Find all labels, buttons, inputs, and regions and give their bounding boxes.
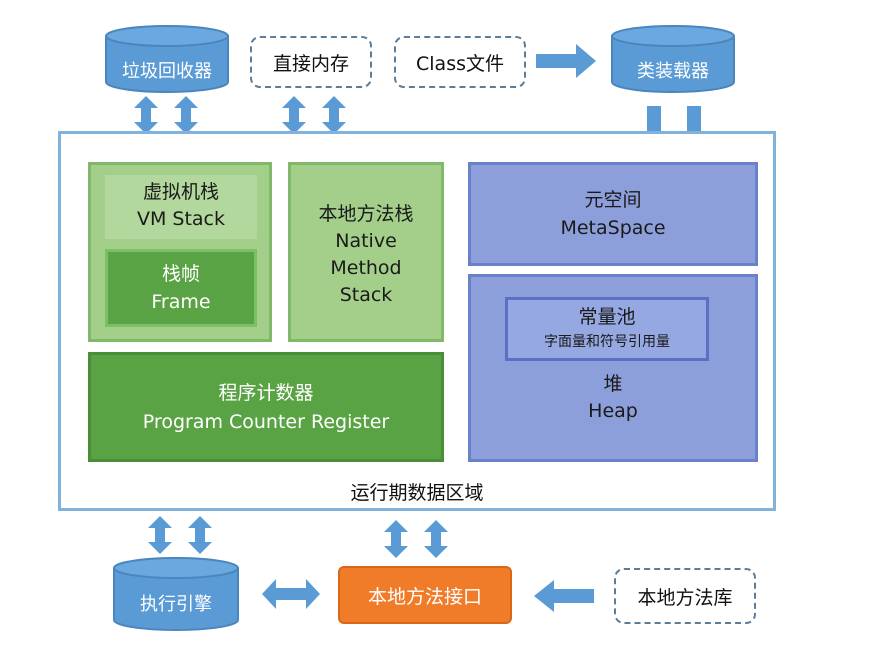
heap-title-en: Heap [588,400,638,422]
frame-title-en: Frame [151,291,211,313]
class-loader-cylinder-shape [611,25,735,93]
double-arrow-horizontal-icon [262,579,320,609]
exec-engine-label: 执行引擎 [140,594,212,615]
native-stack-line3: Method [330,257,402,279]
vm-stack-title-en: VM Stack [136,208,226,230]
double-arrow-direct-memory-icon [282,96,346,134]
metaspace-title-cn: 元空间 [584,189,642,211]
direct-memory-box: 直接内存 [250,36,372,88]
pc-title-en: Program Counter Register [142,411,390,433]
exec-engine-cylinder: 执行引擎 [112,556,240,632]
exec-engine-cylinder-shape [113,557,239,631]
native-stack-line1: 本地方法栈 [318,203,414,225]
vm-stack-title-cn: 虚拟机栈 [142,181,219,203]
direct-memory-label: 直接内存 [272,52,349,75]
native-stack-line2: Native [335,230,397,252]
double-arrow-exec-engine-icon [148,516,212,554]
constant-pool-title: 常量池 [578,306,636,328]
runtime-area-title: 运行期数据区域 [350,482,484,504]
double-arrow-gc-icon [134,96,198,134]
arrow-left-icon [534,580,594,612]
native-interface-box: 本地方法接口 [338,566,512,624]
gc-label: 垃圾回收器 [122,61,212,82]
metaspace-box: 元空间 MetaSpace [468,162,758,266]
double-arrow-native-interface-icon [384,520,448,558]
constant-pool-box: 常量池 字面量和符号引用量 [505,297,709,361]
heap-title-cn: 堆 [603,373,623,395]
class-loader-label: 类装载器 [637,61,709,82]
constant-pool-subtitle: 字面量和符号引用量 [544,334,670,350]
native-stack-line4: Stack [339,284,393,306]
heap-box: 常量池 字面量和符号引用量 堆 Heap [468,274,758,462]
gc-cylinder: 垃圾回收器 [104,24,230,94]
metaspace-title-en: MetaSpace [560,217,666,239]
class-file-box: Class文件 [394,36,526,88]
frame-box: 栈帧 Frame [105,249,257,327]
native-lib-label: 本地方法库 [637,586,733,609]
arrow-right-icon [536,44,596,78]
native-method-stack-box: 本地方法栈 Native Method Stack [288,162,444,342]
gc-cylinder-shape [105,25,229,93]
native-interface-label: 本地方法接口 [367,585,482,608]
vm-stack-header: 虚拟机栈 VM Stack [105,175,257,239]
vm-stack-box: 虚拟机栈 VM Stack 栈帧 Frame [88,162,272,342]
native-lib-box: 本地方法库 [614,568,756,624]
class-file-label: Class文件 [416,52,504,75]
frame-title-cn: 栈帧 [161,263,200,285]
program-counter-box: 程序计数器 Program Counter Register [88,352,444,462]
class-loader-cylinder: 类装载器 [610,24,736,94]
pc-title-cn: 程序计数器 [218,382,314,404]
